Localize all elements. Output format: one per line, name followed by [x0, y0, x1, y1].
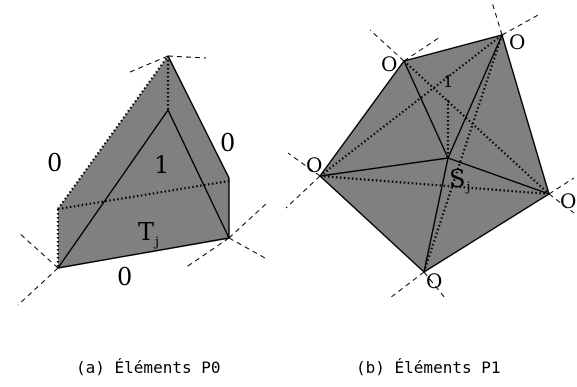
panel-b-dotted-edges [319, 34, 550, 273]
edge [423, 157, 449, 273]
caption-a: (a) Éléments P0 [76, 358, 221, 377]
ext-line [228, 237, 266, 259]
element-label-sj: Sj [449, 165, 470, 195]
panel-a-solid-edges [57, 55, 230, 269]
dotted-edge [57, 55, 169, 210]
dotted-edge [422, 34, 504, 273]
ext-line [285, 175, 321, 209]
dotted-edge [403, 60, 550, 195]
element-tj-fill [58, 56, 229, 268]
edge [403, 60, 449, 159]
edge [319, 157, 449, 177]
edge [447, 157, 550, 195]
ext-line [129, 55, 169, 73]
label-right: 0 [220, 129, 235, 157]
element-label-main: T [138, 218, 154, 246]
ext-line [228, 201, 269, 239]
element-label-sub: j [153, 235, 159, 250]
panel-b-solid-edges [319, 34, 550, 273]
hull-outline [319, 34, 550, 273]
node-label-top-right: O [509, 30, 525, 54]
ext-line [501, 13, 541, 36]
node-label-left: O [306, 153, 322, 177]
element-label-main: S [449, 165, 465, 193]
panel-b: O O O O O 1 Sj [285, 1, 576, 299]
panel-b-extension-lines [285, 1, 575, 299]
panel-a: 0 1 0 0 Tj [17, 55, 269, 306]
ext-line [548, 177, 575, 195]
element-label-sub: j [464, 180, 470, 195]
ext-line [403, 36, 441, 62]
dotted-edge [57, 179, 230, 211]
panel-a-extension-lines [17, 55, 269, 306]
node-label-right: O [560, 189, 576, 213]
node-label-bottom: O [426, 269, 442, 293]
edge [447, 34, 503, 159]
edge [167, 55, 230, 179]
ext-line [287, 152, 321, 177]
edge [167, 109, 230, 239]
ext-line [423, 271, 446, 299]
ext-line [17, 267, 59, 306]
center-value-label: 1 [443, 72, 453, 91]
ext-line [17, 231, 59, 269]
caption-b: (b) Éléments P1 [356, 358, 501, 377]
ext-line [389, 271, 425, 299]
label-center: 1 [154, 151, 169, 179]
edge [57, 237, 230, 269]
element-sj-fill [320, 35, 549, 272]
label-left: 0 [47, 149, 62, 177]
label-bottom: 0 [117, 263, 132, 291]
edge [57, 109, 169, 269]
ext-line [491, 1, 503, 36]
node-label-top-left: O [381, 52, 397, 76]
panel-a-dotted-edges [56, 55, 230, 268]
ext-line [167, 55, 207, 59]
ext-line [369, 29, 405, 62]
element-label-tj: Tj [138, 218, 159, 250]
